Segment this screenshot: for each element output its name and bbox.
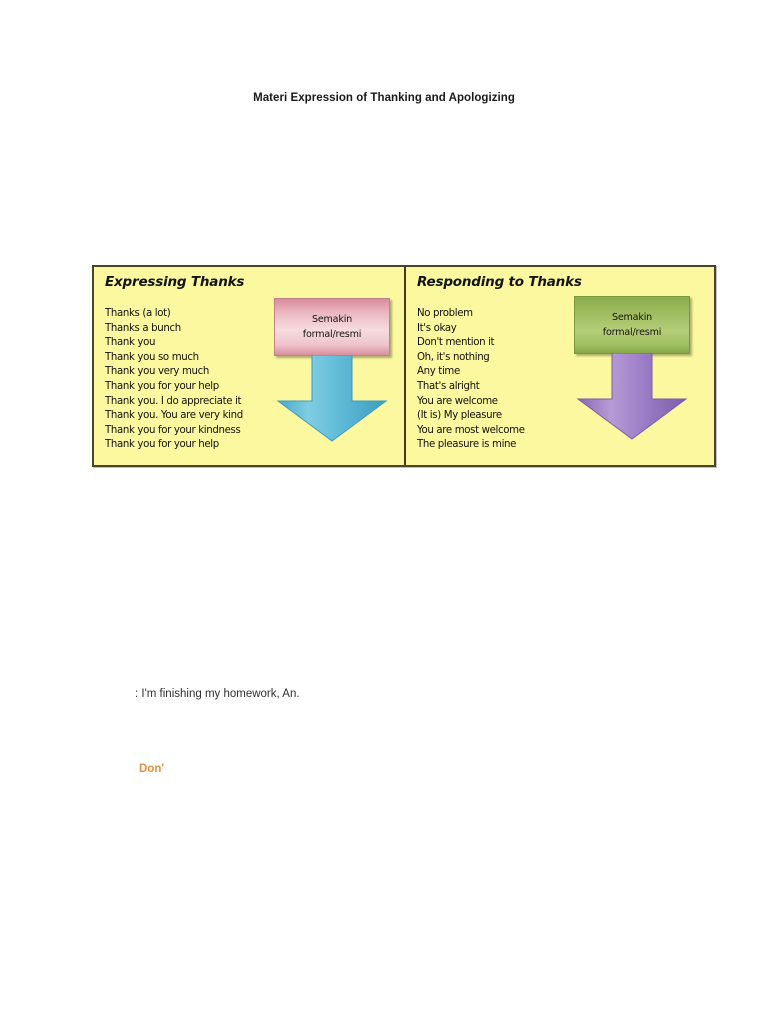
callout-box-semakin-formal-right: Semakin formal/resmi <box>574 296 690 354</box>
callout-line-1: Semakin <box>311 314 353 325</box>
phrase-list-expressing-thanks: Thanks (a lot) Thanks a bunch Thank you … <box>105 307 243 453</box>
callout-box-semakin-formal-left: Semakin formal/resmi <box>274 298 390 356</box>
list-item: Any time <box>417 366 460 378</box>
page-title: Materi Expression of Thanking and Apolog… <box>253 92 515 104</box>
list-item: (It is) My pleasure <box>417 410 502 422</box>
list-item: You are welcome <box>417 395 498 407</box>
cell-heading-responding-to-thanks: Responding to Thanks <box>417 274 582 290</box>
list-item: Thank you so much <box>105 351 199 363</box>
table-cell-expressing-thanks: Expressing Thanks Thanks (a lot) Thanks … <box>94 267 406 465</box>
list-item: Thanks (a lot) <box>105 308 171 319</box>
phrase-list-responding-to-thanks: No problem It's okay Don't mention it Oh… <box>417 307 525 453</box>
list-item: Oh, it's nothing <box>417 351 490 363</box>
down-arrow-icon-left <box>274 355 390 443</box>
formality-callout-left: Semakin formal/resmi <box>274 298 396 443</box>
list-item: Thank you very much <box>105 366 210 378</box>
list-item: Thanks a bunch <box>105 322 181 334</box>
list-item: Don't mention it <box>417 337 495 349</box>
callout-line-2: formal/resmi <box>602 327 662 338</box>
formality-callout-right: Semakin formal/resmi <box>574 296 696 441</box>
list-item: Thank you. You are very kind <box>105 410 243 422</box>
table-cell-responding-to-thanks: Responding to Thanks No problem It's oka… <box>406 267 714 465</box>
list-item: Thank you for your help <box>105 439 219 451</box>
list-item: Thank you <box>105 337 156 349</box>
list-item: No problem <box>417 308 473 319</box>
cell-heading-expressing-thanks: Expressing Thanks <box>105 274 245 290</box>
thanks-comparison-table: Expressing Thanks Thanks (a lot) Thanks … <box>92 265 716 467</box>
callout-line-2: formal/resmi <box>302 329 362 340</box>
dialogue-line-homework: : I'm finishing my homework, An. <box>135 688 300 700</box>
list-item: It's okay <box>417 322 457 334</box>
callout-line-1: Semakin <box>611 312 653 323</box>
down-arrow-icon-right <box>574 353 690 441</box>
list-item: That's alright <box>417 380 480 392</box>
list-item: Thank you for your help <box>105 380 219 392</box>
list-item: You are most welcome <box>417 424 525 436</box>
highlighted-text-dont: Don' <box>139 763 165 775</box>
list-item: Thank you. I do appreciate it <box>105 395 242 407</box>
list-item: The pleasure is mine <box>417 439 517 451</box>
list-item: Thank you for your kindness <box>105 424 241 436</box>
